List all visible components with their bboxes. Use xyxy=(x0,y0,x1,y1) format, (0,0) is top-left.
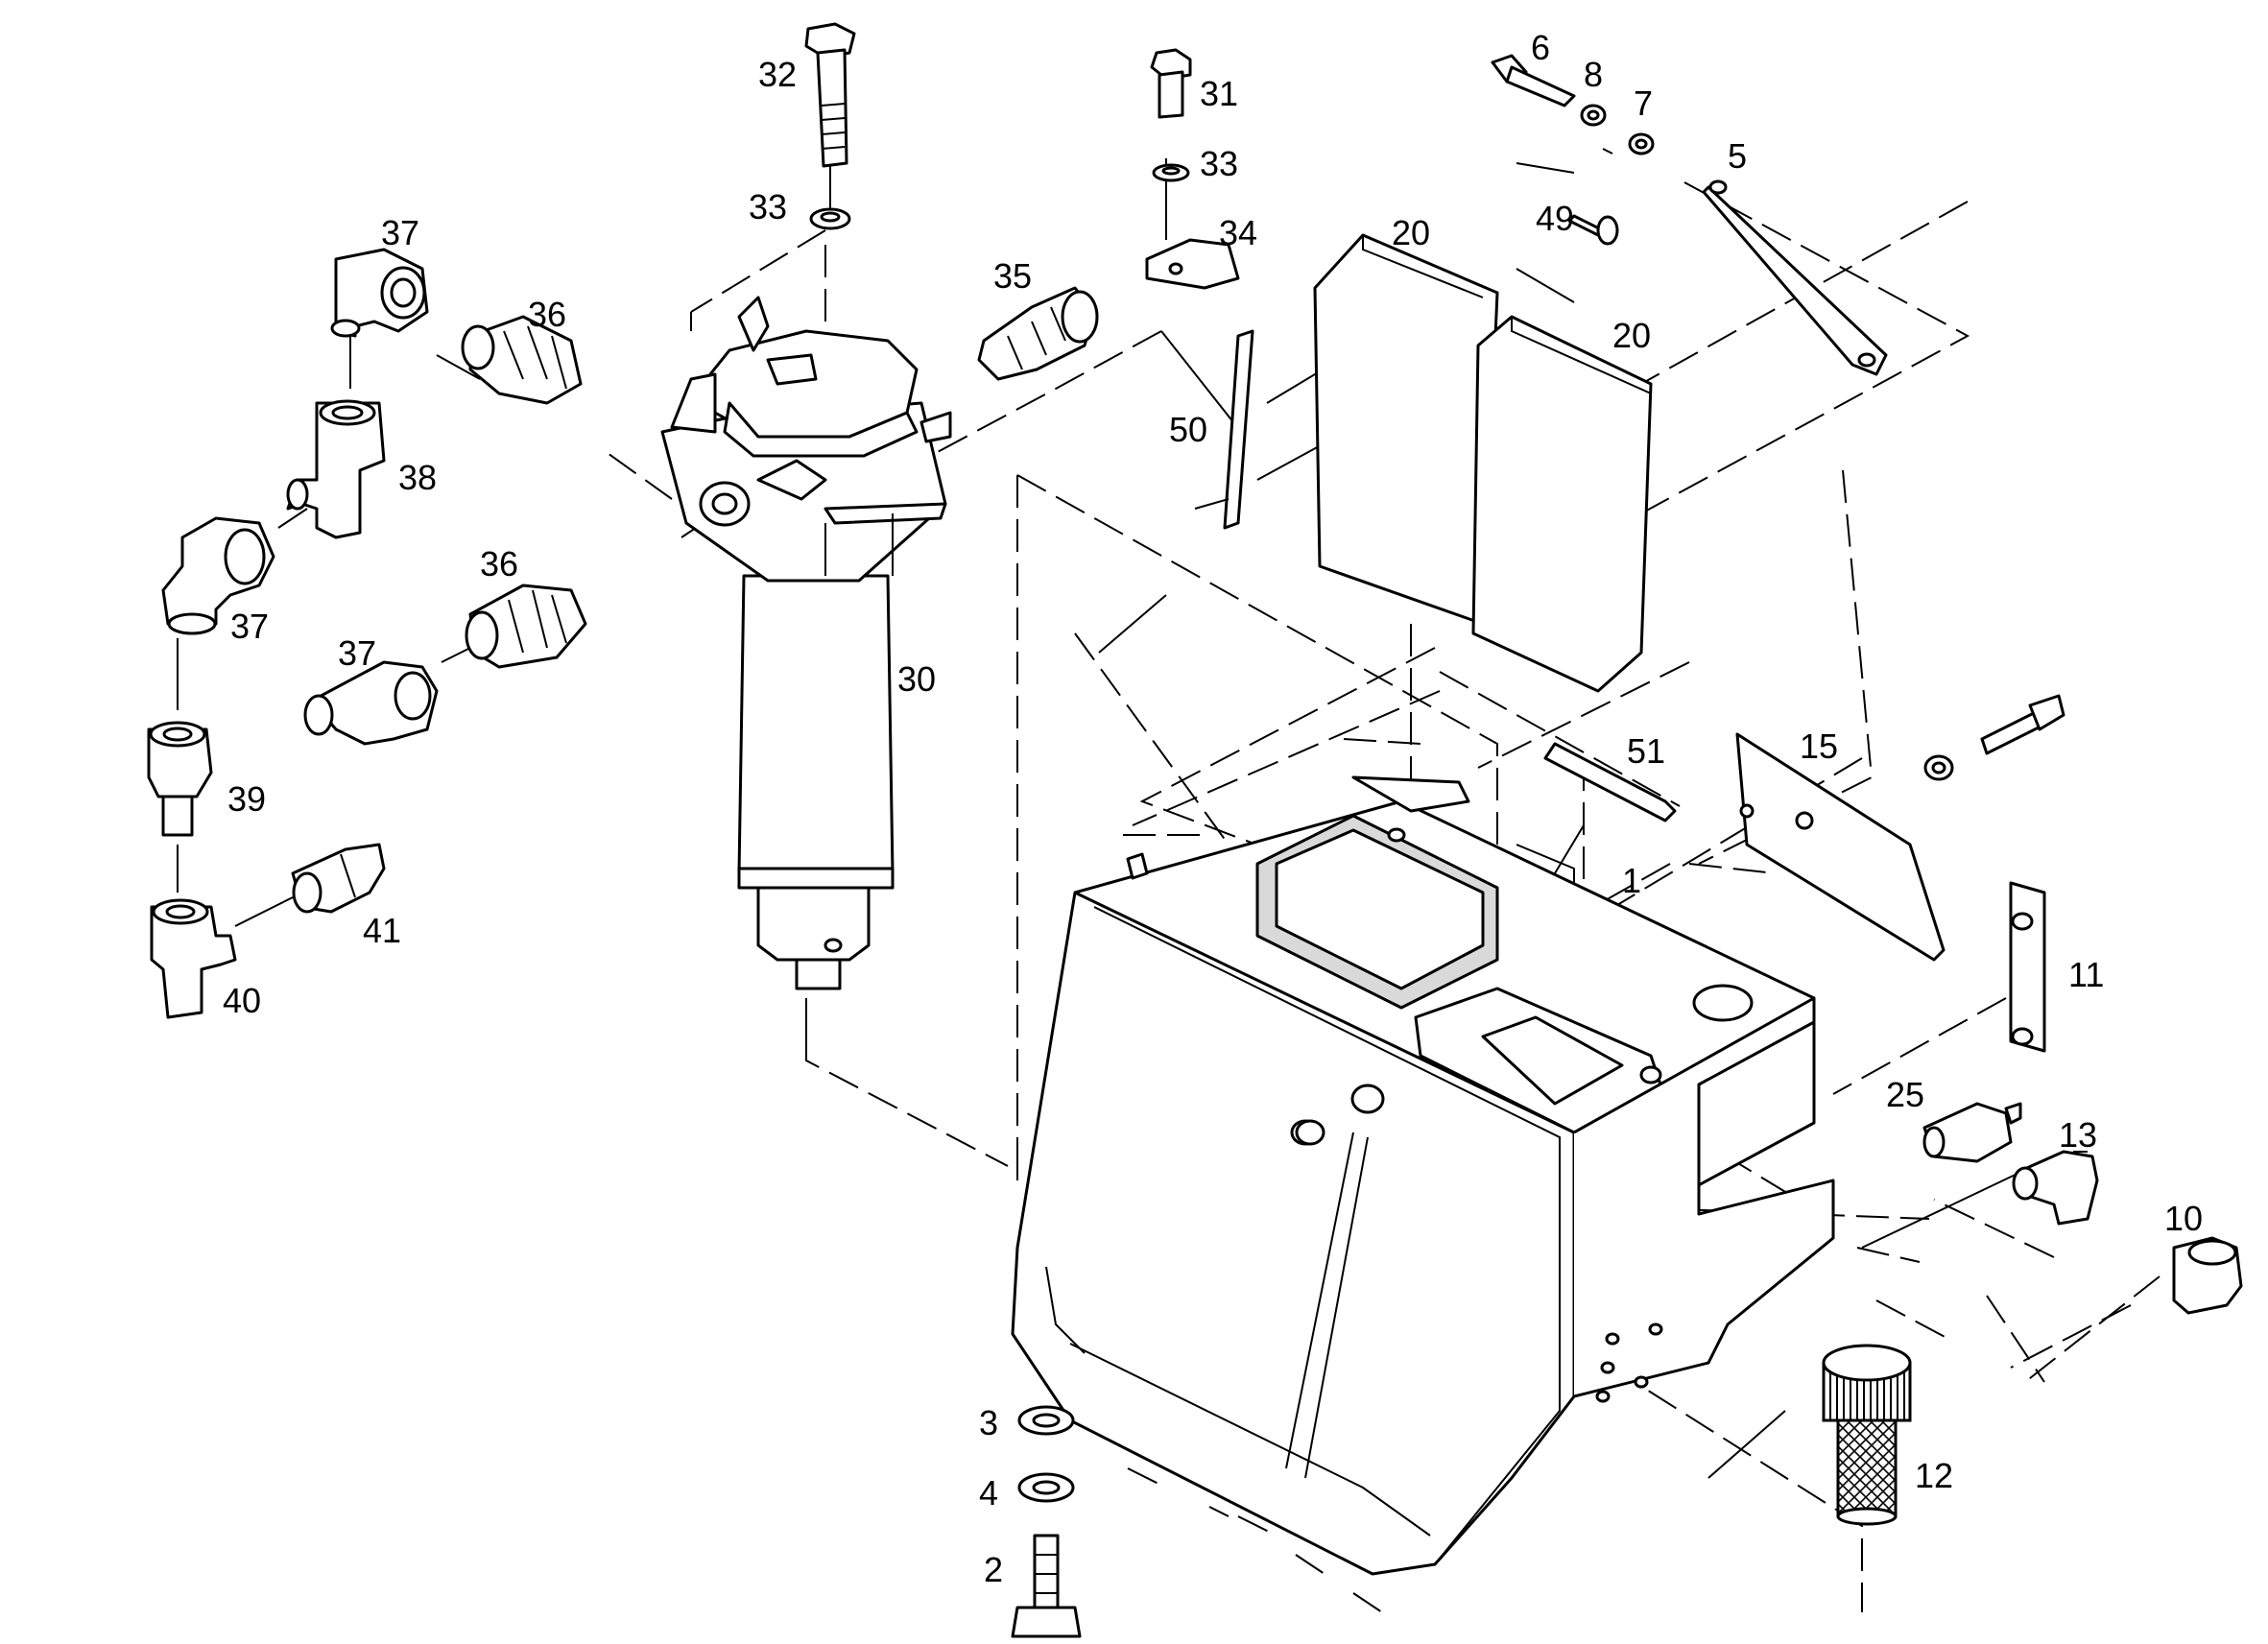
fitting-36-lower xyxy=(465,584,587,669)
filter-housing-30 xyxy=(660,296,952,990)
bolt-32 xyxy=(804,22,856,168)
callout-51: 51 xyxy=(1627,731,1665,771)
callout-13: 13 xyxy=(2059,1115,2097,1155)
callout-20a: 20 xyxy=(1392,213,1430,252)
callout-37b: 37 xyxy=(230,607,269,646)
callout-37a: 37 xyxy=(381,213,419,252)
elbow-13 xyxy=(2012,1150,2099,1226)
cap-10 xyxy=(2172,1236,2243,1315)
washer-33a xyxy=(809,207,851,230)
clamp-34 xyxy=(1145,238,1240,290)
callout-36b: 36 xyxy=(480,544,518,584)
bolt-6 xyxy=(1491,54,1576,107)
callout-10: 10 xyxy=(2164,1199,2203,1238)
elbow-37-top xyxy=(330,248,429,338)
nut-front xyxy=(1295,1084,1385,1146)
callout-12: 12 xyxy=(1915,1456,1953,1495)
washer-33b xyxy=(1152,163,1190,182)
callout-20b: 20 xyxy=(1612,316,1651,355)
callout-33b: 33 xyxy=(1200,144,1238,183)
filler-breather-12 xyxy=(1822,1344,1912,1526)
fitting-41 xyxy=(291,843,386,914)
callout-32: 32 xyxy=(758,55,797,94)
callout-36a: 36 xyxy=(528,295,566,334)
fitting-39 xyxy=(147,721,213,837)
hydraulic-tank xyxy=(1011,775,1835,1576)
callout-7: 7 xyxy=(1634,83,1653,123)
callout-35: 35 xyxy=(993,256,1032,296)
plate-15 xyxy=(1735,732,1946,962)
washer-3 xyxy=(1017,1405,1075,1436)
callout-49: 49 xyxy=(1536,199,1574,238)
bolt-49 xyxy=(1567,214,1619,246)
elbow-37-bottom xyxy=(303,660,439,746)
callout-34: 34 xyxy=(1219,213,1257,252)
fitting-35 xyxy=(977,286,1099,381)
elbow-37-middle xyxy=(161,516,275,635)
washer-7 xyxy=(1628,132,1655,155)
callout-39: 39 xyxy=(227,779,266,819)
callout-15: 15 xyxy=(1800,727,1838,766)
callout-41: 41 xyxy=(363,911,401,950)
callout-31: 31 xyxy=(1200,74,1238,113)
bolt-31 xyxy=(1150,48,1192,119)
gasket-strip xyxy=(1194,329,1254,530)
washer-right xyxy=(1923,754,1954,781)
callout-1: 1 xyxy=(1622,861,1641,900)
callout-11: 11 xyxy=(2068,955,2104,994)
washer-4 xyxy=(1017,1472,1075,1503)
cover-panels xyxy=(1313,233,1653,693)
fitting-36-upper xyxy=(461,315,583,405)
callout-30: 30 xyxy=(897,659,936,699)
lever-5 xyxy=(1702,179,1888,376)
tee-38 xyxy=(286,399,386,539)
callout-labels: 1 2 3 4 5 6 7 8 10 11 12 13 15 20 20 25 … xyxy=(223,28,2203,1589)
tube-51 xyxy=(1543,742,1677,822)
callout-4: 4 xyxy=(979,1473,998,1513)
sensor-25 xyxy=(1922,1102,2022,1163)
callout-40: 40 xyxy=(223,981,261,1020)
bracket-11 xyxy=(2009,881,2046,1053)
callout-2: 2 xyxy=(984,1550,1003,1589)
callout-33a: 33 xyxy=(749,187,787,226)
callout-25: 25 xyxy=(1886,1075,1924,1114)
bolt-2 xyxy=(1011,1534,1082,1638)
callout-50: 50 xyxy=(1169,410,1207,449)
bolt-right xyxy=(1980,694,2065,755)
tee-40 xyxy=(150,898,237,1019)
callout-6: 6 xyxy=(1531,28,1550,67)
callout-38: 38 xyxy=(398,458,437,497)
washer-8 xyxy=(1580,104,1607,127)
callout-8: 8 xyxy=(1584,55,1603,94)
callout-37c: 37 xyxy=(338,633,376,673)
callout-5: 5 xyxy=(1728,136,1747,176)
callout-3: 3 xyxy=(979,1403,998,1442)
